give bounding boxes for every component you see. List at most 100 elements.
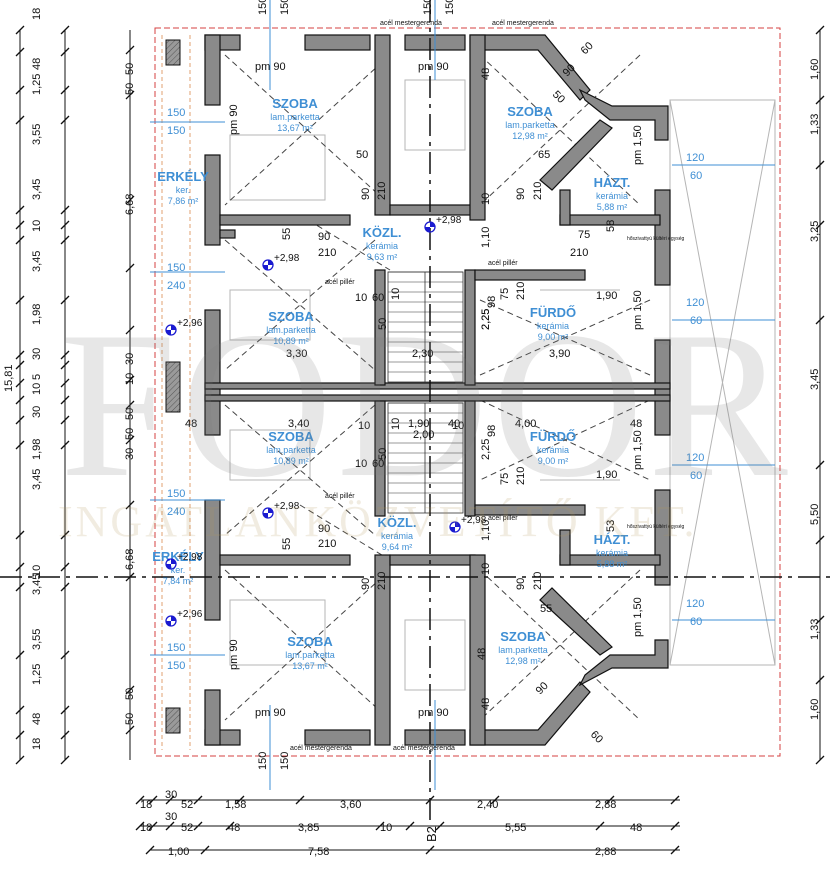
dim-tick bbox=[125, 263, 135, 273]
dim-bottom-1: 2,88 bbox=[595, 799, 616, 811]
misc-label: 240 bbox=[167, 506, 185, 518]
dim-tick bbox=[148, 821, 158, 831]
level-fill bbox=[166, 616, 176, 626]
dim-left-outer: 5 bbox=[31, 374, 43, 380]
dim-tick bbox=[235, 795, 245, 805]
misc-label: 10 bbox=[358, 420, 370, 432]
misc-label: 75 bbox=[499, 473, 511, 485]
misc-label: 60 bbox=[372, 292, 384, 304]
level-fill bbox=[263, 508, 273, 518]
misc-label: 10 bbox=[390, 288, 402, 300]
dim-tick bbox=[815, 615, 825, 625]
dim-bottom-2: 30 bbox=[165, 811, 177, 823]
misc-label: 150 bbox=[167, 642, 185, 654]
room-area: 9,64 m² bbox=[382, 542, 413, 552]
dim-left-outer: 1,25 bbox=[31, 664, 43, 685]
misc-label: 3,90 bbox=[549, 348, 570, 360]
dimension-ticks bbox=[15, 25, 825, 855]
dim-right: 5,50 bbox=[809, 504, 821, 525]
level-marker: +2,98 bbox=[449, 515, 487, 533]
misc-label: 48 bbox=[630, 418, 642, 430]
dim-left-outer: 1,25 bbox=[31, 74, 43, 95]
misc-label: 48 bbox=[480, 68, 492, 80]
dim-left-inner: 50 bbox=[124, 63, 136, 75]
misc-label: 10 bbox=[355, 458, 367, 470]
dim-tick bbox=[15, 115, 25, 125]
dim-top: 150 bbox=[257, 752, 269, 770]
room-name: ERKÉLY bbox=[152, 549, 204, 564]
dim-bottom-2: 10 bbox=[380, 822, 392, 834]
dim-tick bbox=[15, 85, 25, 95]
dim-tick bbox=[193, 821, 203, 831]
misc-label: 40 bbox=[448, 418, 460, 430]
misc-label: pm 1,50 bbox=[632, 125, 644, 165]
misc-label: 90 bbox=[360, 188, 372, 200]
dim-tick bbox=[135, 821, 145, 831]
misc-label: 48 bbox=[480, 698, 492, 710]
dim-tick bbox=[15, 562, 25, 572]
dim-right: 3,25 bbox=[809, 221, 821, 242]
dim-left-inner: 10 bbox=[124, 373, 136, 385]
dim-bottom-1: 30 bbox=[165, 789, 177, 801]
dim-left-inner: 50 bbox=[124, 428, 136, 440]
dim-tick bbox=[15, 220, 25, 230]
dim-tick bbox=[15, 705, 25, 715]
dim-left-outer: 3,45 bbox=[31, 574, 43, 595]
misc-label: 1,90 bbox=[408, 418, 429, 430]
level-value: +2,98 bbox=[177, 552, 203, 563]
room-area: 13,67 m² bbox=[292, 661, 328, 671]
room-area: 5,88 m² bbox=[597, 202, 628, 212]
misc-label: 120 bbox=[686, 297, 704, 309]
dim-right: 1,60 bbox=[809, 699, 821, 720]
dim-tick bbox=[815, 460, 825, 470]
level-fill bbox=[450, 522, 460, 532]
dim-tick bbox=[125, 45, 135, 55]
misc-label: 60 bbox=[690, 170, 702, 182]
room-name: ERKÉLY bbox=[157, 169, 209, 184]
note-beam: acél mestergerenda bbox=[492, 20, 554, 27]
misc-label: pm 90 bbox=[418, 61, 449, 73]
dim-top: 150 bbox=[444, 0, 456, 15]
level-marker: +2,98 bbox=[262, 501, 300, 519]
dim-bottom-1: 1,58 bbox=[225, 799, 246, 811]
level-value: +2,98 bbox=[436, 215, 462, 226]
dim-tick bbox=[435, 821, 445, 831]
dim-tick bbox=[425, 845, 435, 855]
misc-label: 48 bbox=[476, 648, 488, 660]
dim-tick bbox=[125, 725, 135, 735]
dim-bottom-2: 48 bbox=[630, 822, 642, 834]
misc-label: pm 90 bbox=[228, 639, 240, 670]
note-boiler: hőszivattyú kültéri egység bbox=[627, 236, 684, 242]
note-beam: acél mestergerenda bbox=[393, 745, 455, 752]
dimension-texts: 18481,253,553,45103,451,9815,8130510301,… bbox=[3, 0, 821, 858]
room-area: 13,67 m² bbox=[277, 123, 313, 133]
dim-tick bbox=[60, 47, 70, 57]
dim-left-inner: 6,68 bbox=[124, 194, 136, 215]
misc-label: 10 bbox=[390, 418, 402, 430]
misc-label: 2,25 bbox=[480, 309, 492, 330]
dim-right: 3,45 bbox=[809, 369, 821, 390]
dim-tick bbox=[60, 115, 70, 125]
dim-left-outer: 10 bbox=[31, 383, 43, 395]
dim-tick bbox=[815, 220, 825, 230]
dim-tick bbox=[670, 795, 680, 805]
dim-bottom-2: 5,55 bbox=[505, 822, 526, 834]
dim-tick bbox=[125, 572, 135, 582]
misc-label: pm 1,50 bbox=[632, 597, 644, 637]
dim-tick bbox=[15, 415, 25, 425]
room-area: 7,86 m² bbox=[168, 196, 199, 206]
dim-tick bbox=[60, 25, 70, 35]
misc-label: 2,00 bbox=[413, 429, 434, 441]
room-name: KÖZL. bbox=[378, 515, 417, 530]
dim-tick bbox=[60, 755, 70, 765]
level-value: +2,96 bbox=[177, 318, 203, 329]
room-floor: lam.parketta bbox=[498, 645, 548, 655]
dim-tick bbox=[200, 845, 210, 855]
misc-label: 150 bbox=[167, 262, 185, 274]
dim-tick bbox=[60, 220, 70, 230]
dim-top: 150 bbox=[422, 0, 434, 15]
room-name: HÁZT. bbox=[594, 175, 631, 190]
misc-label: 90 bbox=[515, 578, 527, 590]
misc-label: 210 bbox=[318, 247, 336, 259]
